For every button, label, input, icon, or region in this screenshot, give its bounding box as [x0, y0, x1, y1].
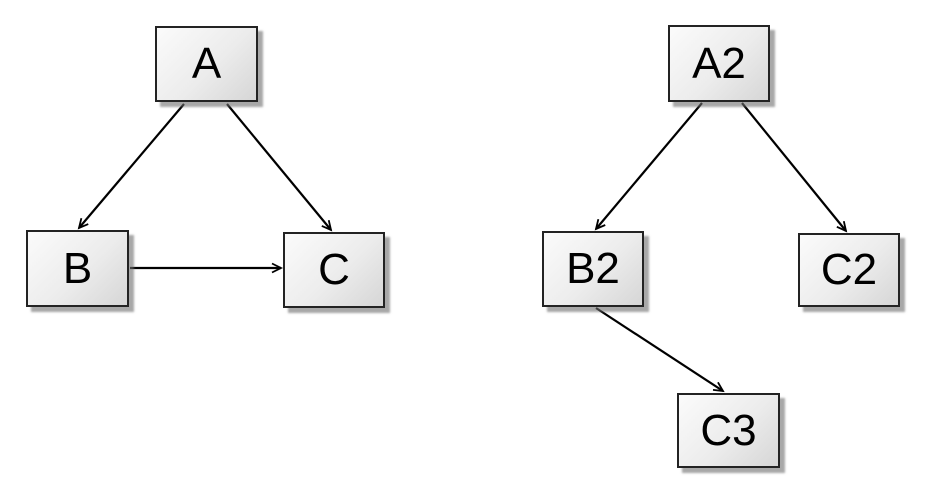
edge-a2-to-b2	[594, 102, 703, 231]
node-b[interactable]: B	[26, 230, 129, 307]
node-c-label: C	[318, 245, 350, 294]
node-c2-label: C2	[820, 245, 878, 294]
node-a2[interactable]: A2	[668, 25, 770, 102]
edge-a-to-b	[77, 103, 185, 230]
node-c2[interactable]: C2	[798, 233, 900, 307]
node-b2-label: B2	[566, 244, 620, 293]
node-a-label: A	[191, 39, 222, 88]
edge-b2-to-c3	[595, 307, 725, 393]
node-b-label: B	[62, 243, 93, 293]
node-c3-label: C3	[700, 405, 757, 455]
node-c[interactable]: C	[283, 232, 385, 308]
edge-a-to-c	[226, 103, 333, 232]
edge-a2-to-c2	[741, 102, 848, 233]
node-c3[interactable]: C3	[677, 393, 780, 468]
node-a[interactable]: A	[155, 26, 258, 102]
node-b2[interactable]: B2	[542, 231, 644, 307]
node-a2-label: A2	[692, 38, 746, 88]
